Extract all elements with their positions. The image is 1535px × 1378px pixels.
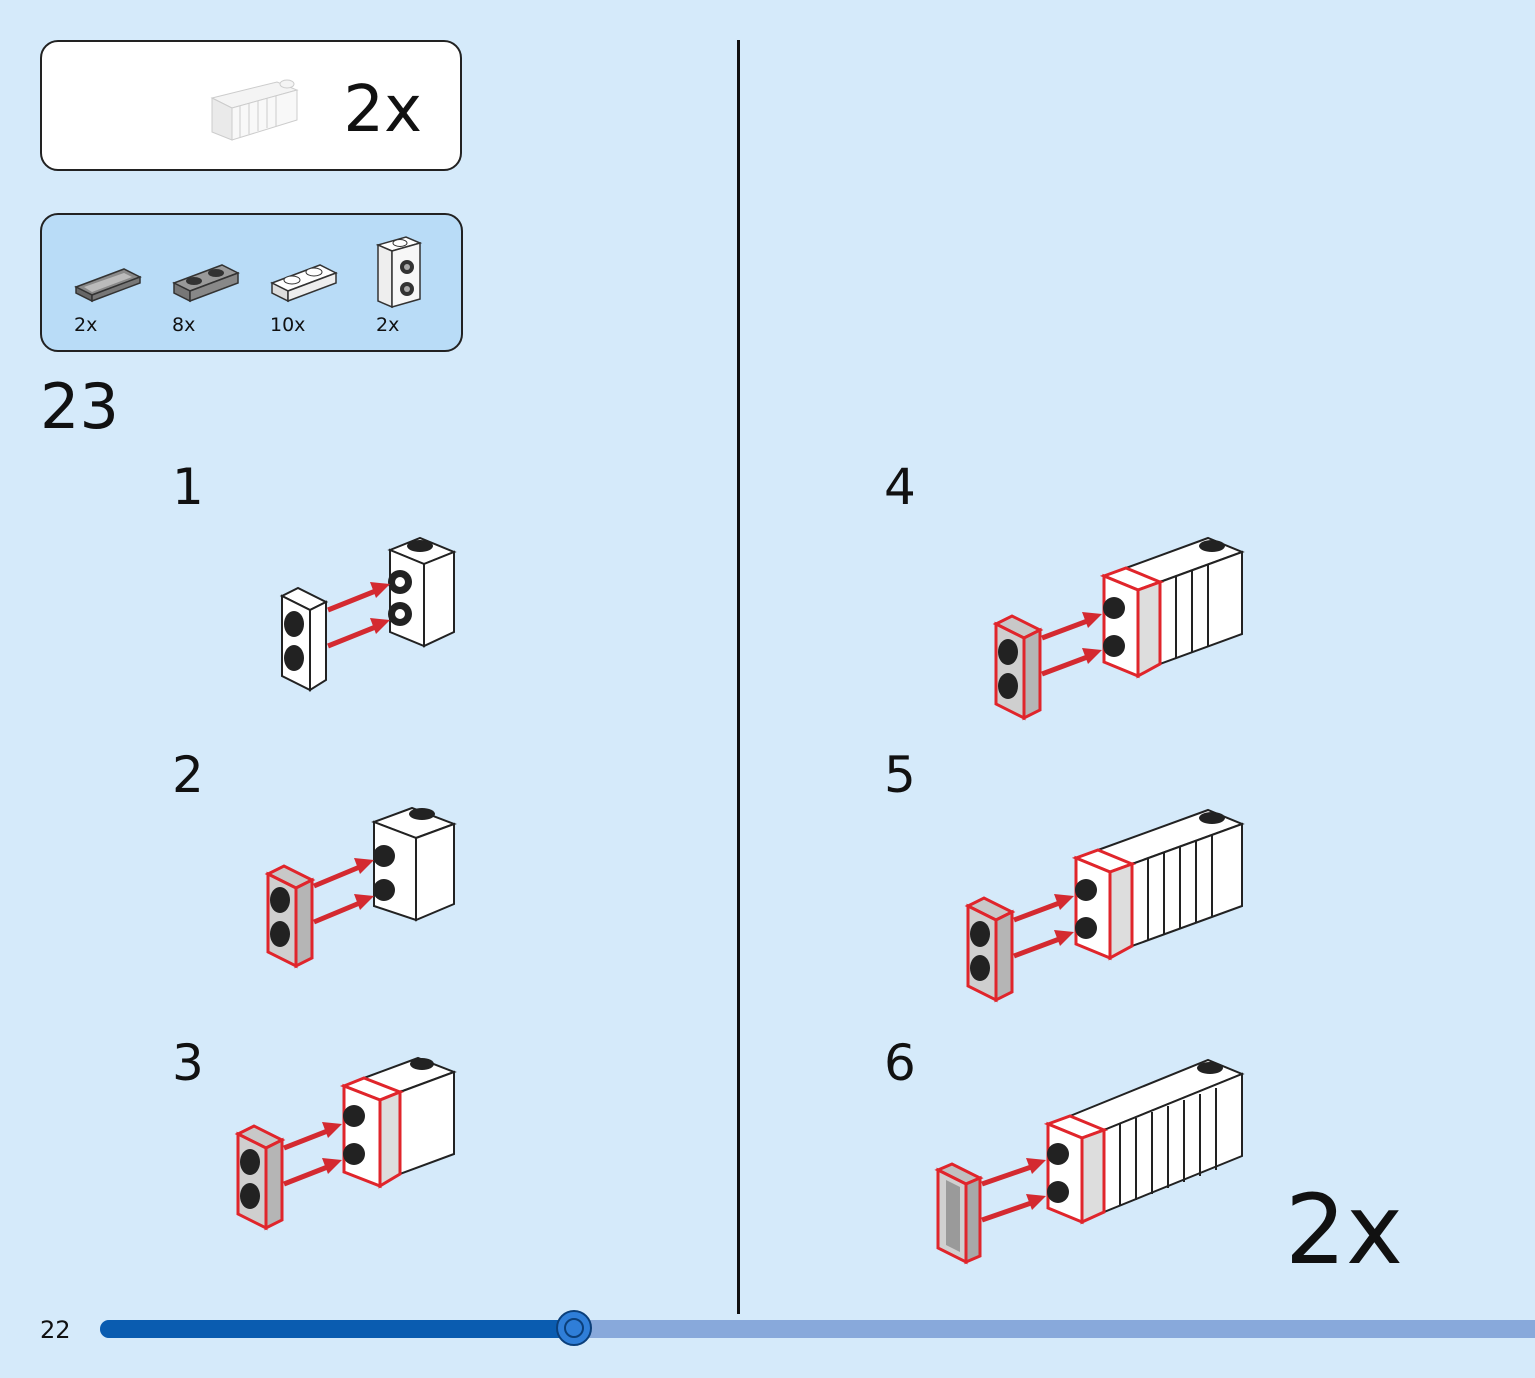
white-plate-1x2-icon: [270, 264, 338, 303]
part-item: 10x: [270, 235, 350, 335]
transparent-plate-1x2-icon: [172, 264, 240, 303]
part-quantity: 2x: [376, 314, 400, 336]
column-divider: [737, 40, 740, 1314]
step-number-6: 6: [884, 1034, 916, 1092]
transparent-tile-1x2-icon: [74, 268, 142, 303]
part-quantity: 8x: [172, 314, 196, 336]
part-item: 2x: [376, 235, 456, 335]
step-5-illustration: [964, 808, 1245, 1003]
parts-list: 2x 8x 10x 2x: [40, 213, 463, 352]
part-quantity: 2x: [74, 314, 98, 336]
progress-handle[interactable]: [555, 1310, 592, 1346]
page-number: 22: [40, 1316, 71, 1344]
step-number-5: 5: [884, 746, 916, 804]
step-number-4: 4: [884, 458, 916, 516]
part-quantity: 10x: [270, 314, 306, 336]
step-number-3: 3: [172, 1034, 204, 1092]
white-brick-side-studs-icon: [376, 236, 423, 309]
progress-fill: [100, 1320, 574, 1338]
submodel-count: 2x: [343, 73, 422, 147]
submodel-preview-icon: [210, 79, 299, 141]
submodel-callout: 2x: [40, 40, 462, 171]
step-2-illustration: [264, 806, 457, 969]
part-item: 8x: [172, 235, 252, 335]
step-number-2: 2: [172, 746, 204, 804]
step-4-illustration: [992, 536, 1245, 721]
result-count: 2x: [1285, 1174, 1403, 1286]
step-1-illustration: [279, 536, 457, 692]
step-number-1: 1: [172, 458, 204, 516]
part-item: 2x: [74, 235, 154, 335]
step-6-illustration: [934, 1058, 1245, 1265]
step-3-illustration: [234, 1056, 457, 1231]
main-step-number: 23: [40, 370, 119, 443]
